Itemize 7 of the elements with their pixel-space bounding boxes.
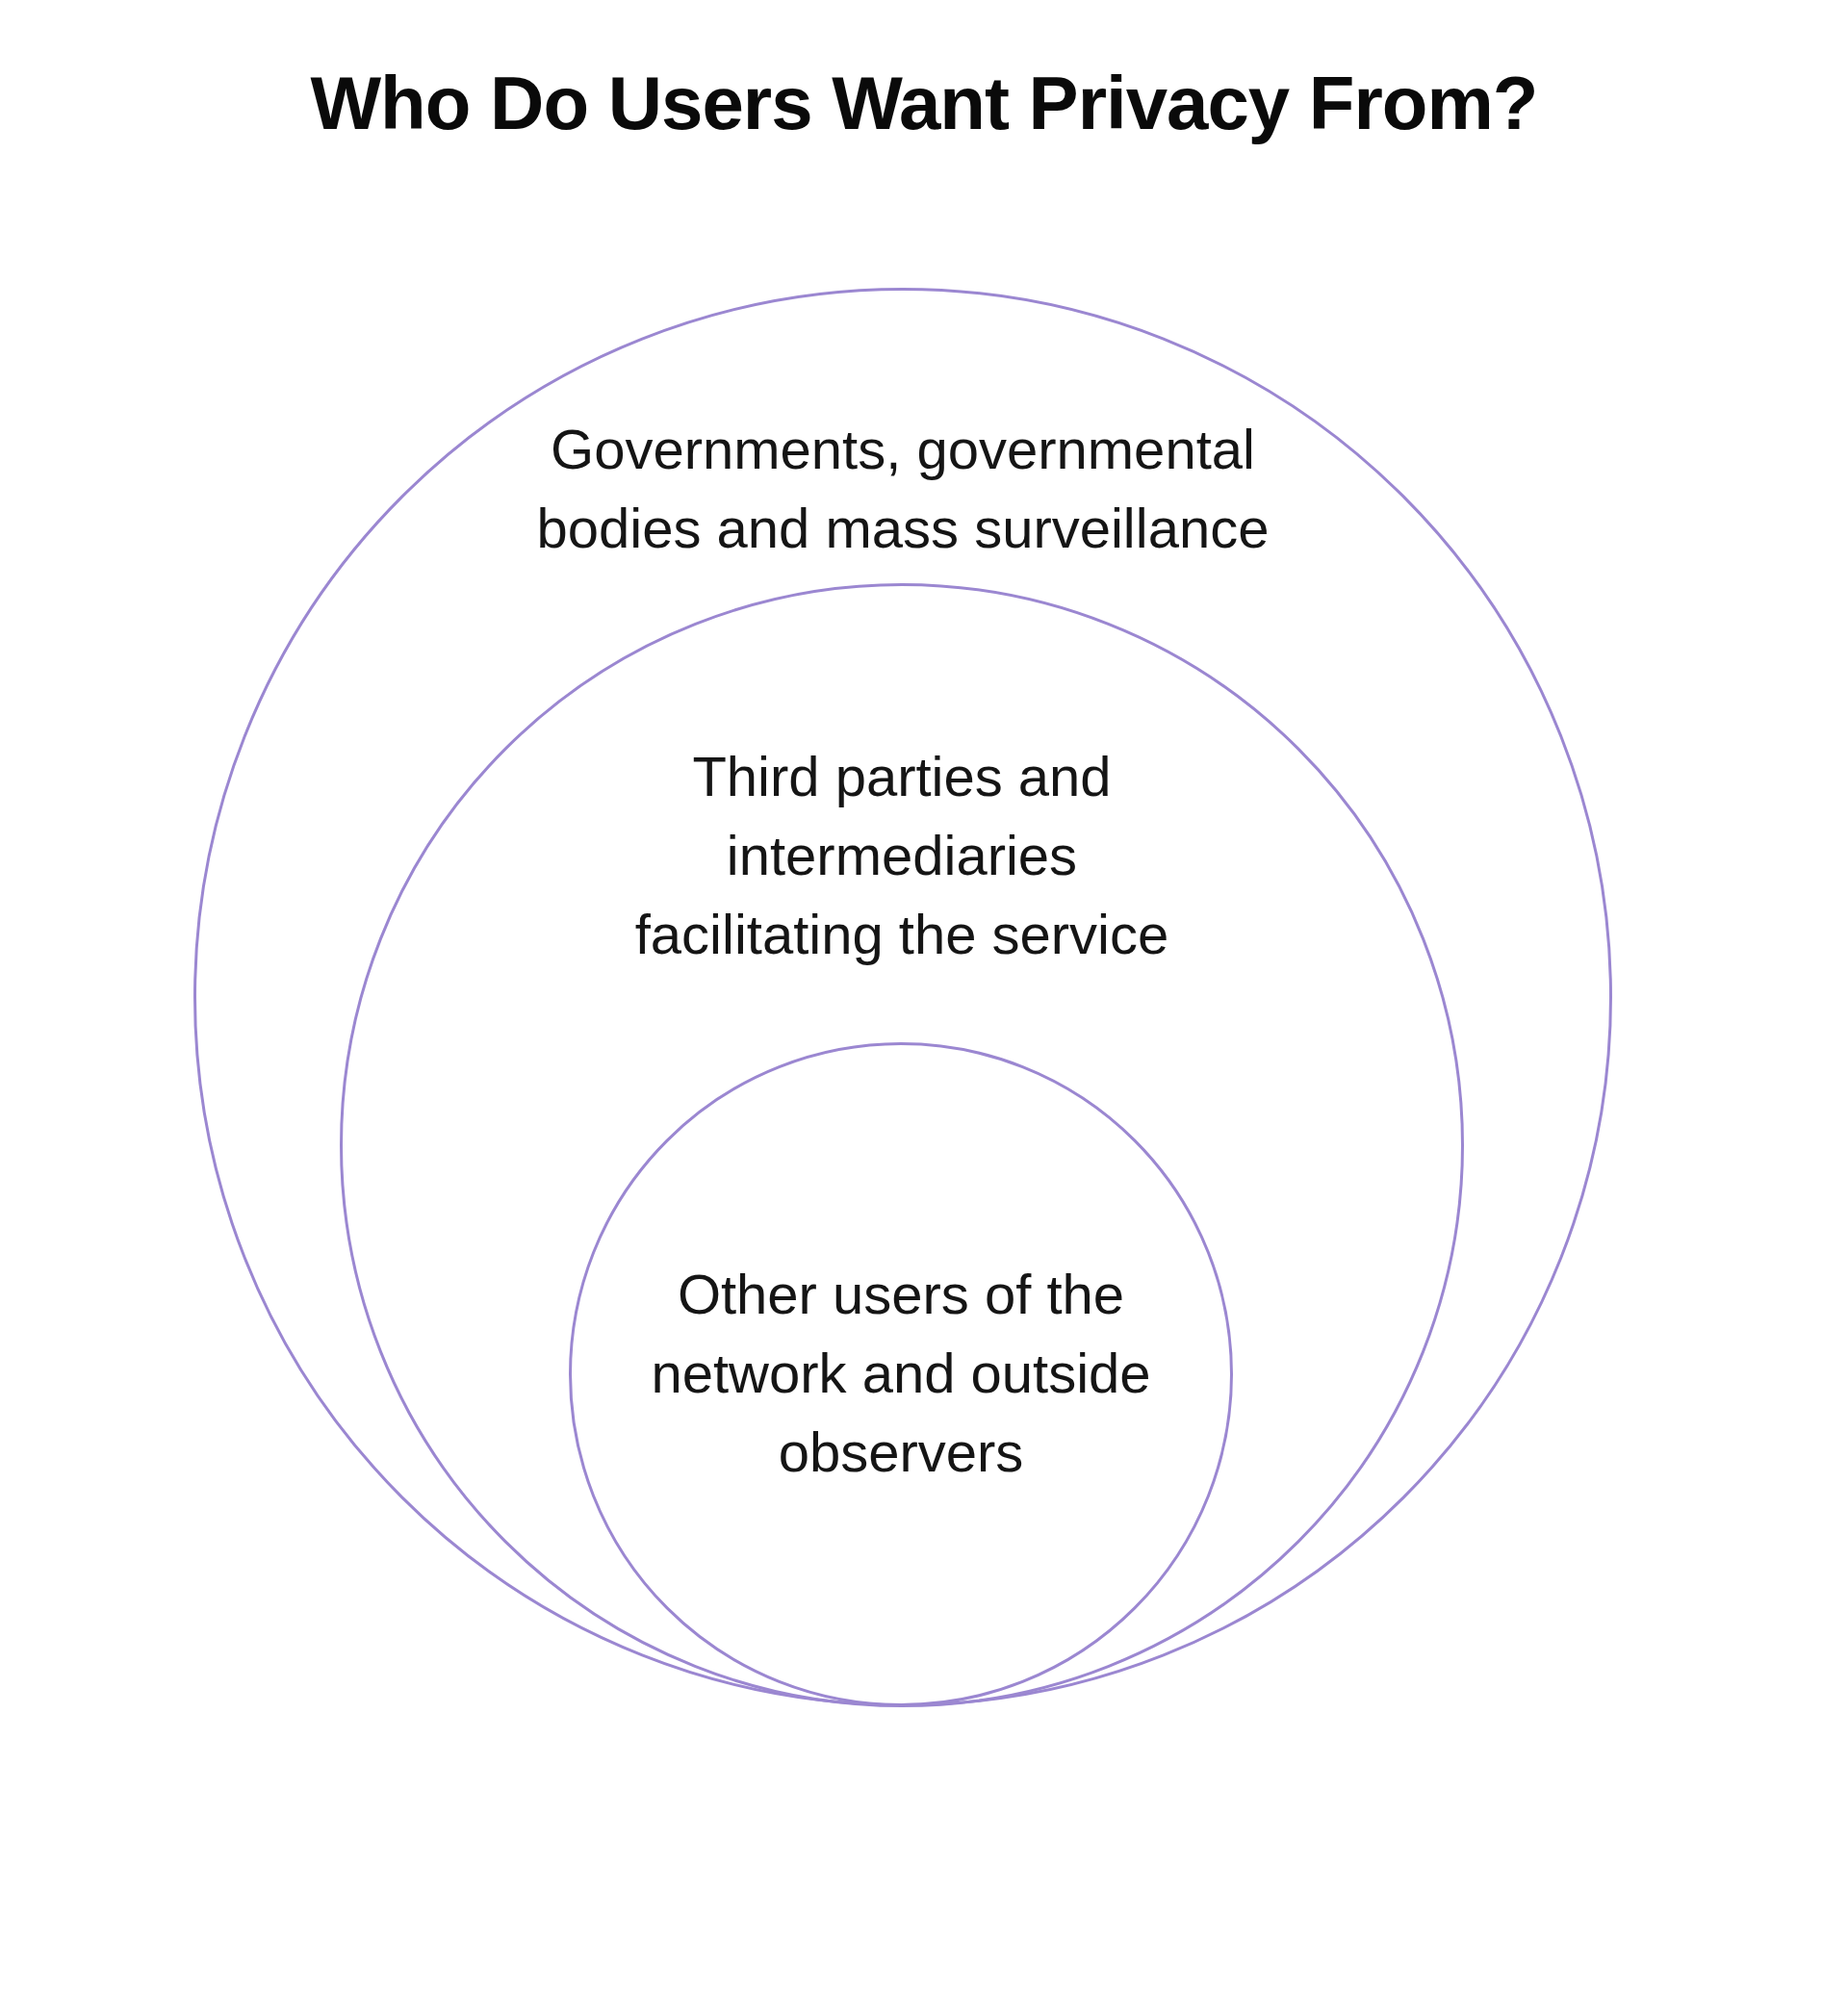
title: Who Do Users Want Privacy From? <box>309 60 1539 147</box>
circle-label: Other users of the network and outside observers <box>650 1262 1152 1485</box>
circle <box>569 1042 1233 1706</box>
circle <box>340 583 1464 1707</box>
circle <box>193 288 1612 1706</box>
circle-label: Third parties and intermediaries facilitating the service <box>633 744 1170 967</box>
circle-label: Governments, governmental bodies and mass surveillance <box>535 417 1270 561</box>
